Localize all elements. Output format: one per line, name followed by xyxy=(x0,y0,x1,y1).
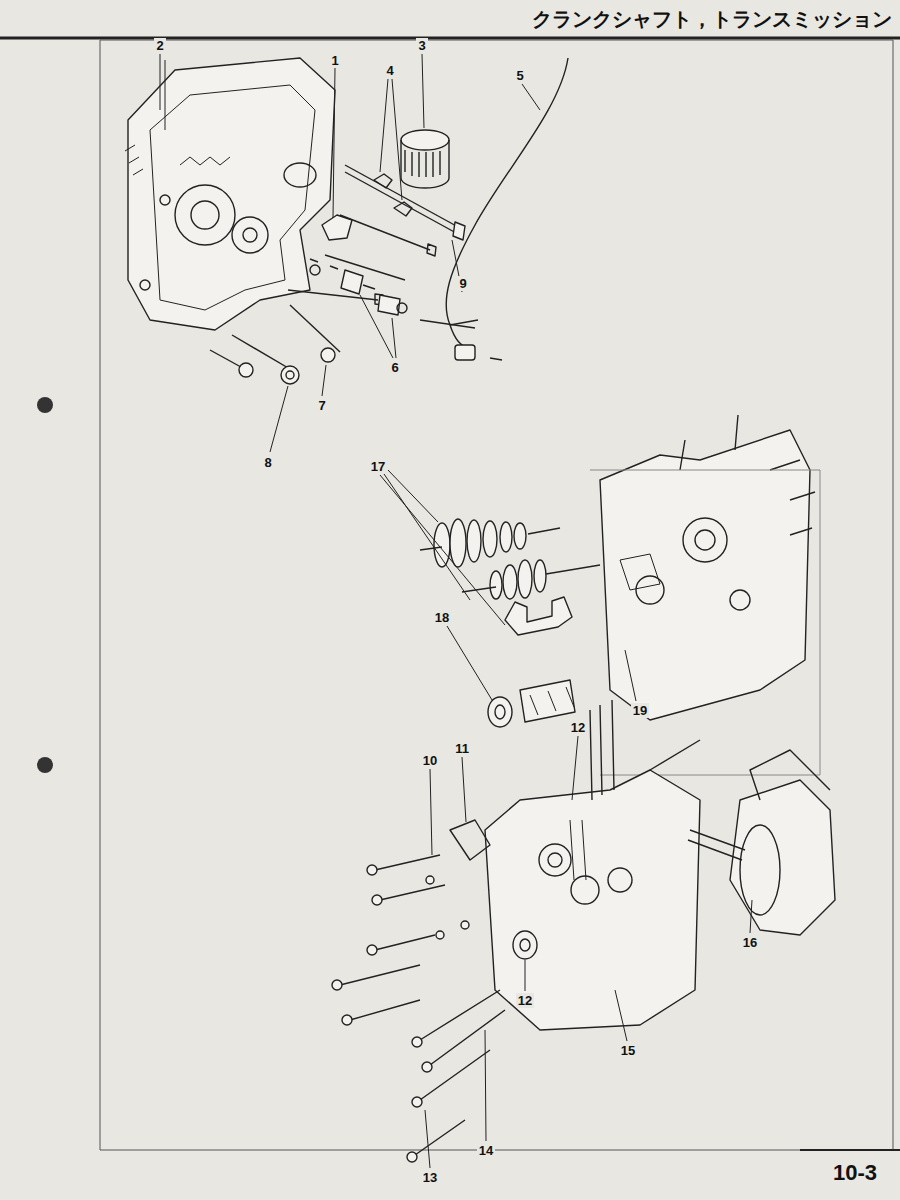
callout-number: 7 xyxy=(316,398,327,413)
callout-number: 3 xyxy=(416,38,427,53)
callout-number: 9 xyxy=(457,276,468,291)
callout-number: 17 xyxy=(369,459,387,474)
callout-number: 13 xyxy=(421,1170,439,1185)
callout-number: 1 xyxy=(329,53,340,68)
callout-number: 19 xyxy=(631,703,649,718)
callout-number: 8 xyxy=(262,455,273,470)
callout-number: 4 xyxy=(384,63,395,78)
callout-number: 6 xyxy=(389,360,400,375)
callout-number: 5 xyxy=(514,68,525,83)
callout-number: 11 xyxy=(453,741,471,756)
callout-number: 16 xyxy=(741,935,759,950)
callout-number: 2 xyxy=(154,38,165,53)
callout-number: 12 xyxy=(569,720,587,735)
page-number: 10-3 xyxy=(831,1165,879,1180)
page-title: クランクシャフト，トランスミッション xyxy=(532,6,892,33)
callout-number: 10 xyxy=(421,753,439,768)
callout-number: 14 xyxy=(477,1143,495,1158)
callout-number: 15 xyxy=(619,1043,637,1058)
callout-number: 12 xyxy=(516,993,534,1008)
callout-number: 18 xyxy=(433,610,451,625)
